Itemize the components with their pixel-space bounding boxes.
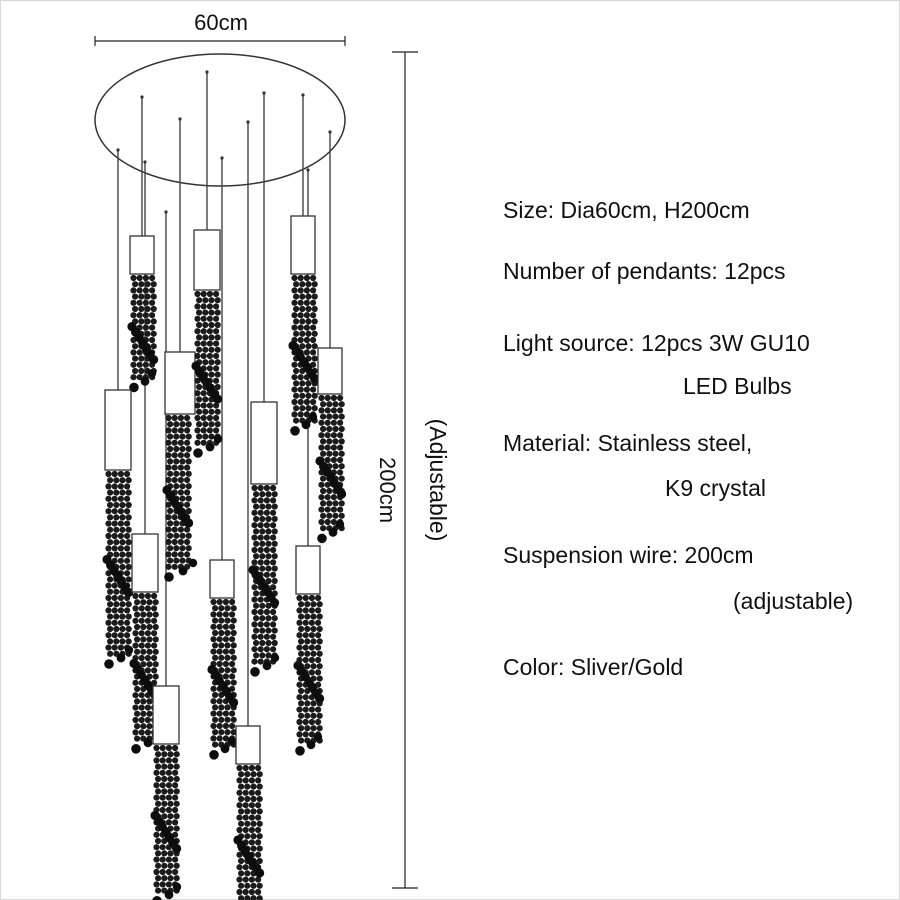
crystal-strands — [150, 744, 182, 900]
pendant-light — [207, 559, 239, 760]
wire-anchor — [328, 130, 332, 134]
crystal-strands — [207, 598, 239, 760]
pendant-light — [102, 389, 134, 669]
pendant-tube — [131, 533, 159, 593]
pendant-tube — [129, 235, 155, 275]
wire-anchor — [205, 70, 209, 74]
pendant-light — [162, 351, 198, 582]
crystal-strands — [127, 274, 159, 393]
spec-light-source: Light source: 12pcs 3W GU10 — [503, 330, 810, 356]
crystal-strands — [288, 274, 320, 436]
pendant-tube — [104, 389, 132, 471]
spec-pendants: Number of pendants: 12pcs — [503, 258, 786, 284]
width-dimension: 60cm — [94, 10, 346, 46]
wire-anchor — [164, 210, 168, 214]
pendant-tube — [250, 401, 278, 485]
pendant-tube — [235, 725, 261, 765]
wire-anchor — [262, 91, 266, 95]
crystal-strands — [293, 594, 325, 756]
crystal-strands — [102, 470, 134, 669]
height-label: 200cm — [375, 457, 400, 523]
pendant-light — [315, 347, 347, 544]
crystal-strands — [233, 764, 265, 900]
spec-color: Color: Sliver/Gold — [503, 654, 684, 680]
pendant-light — [288, 215, 320, 436]
pendant-light — [248, 401, 280, 677]
wire-anchor — [116, 148, 120, 152]
spec-material: Material: Stainless steel, — [503, 430, 753, 456]
pendant-tube — [164, 351, 196, 415]
spec-suspension-cont: (adjustable) — [733, 588, 854, 614]
pendants — [102, 215, 347, 900]
crystal-strands — [315, 394, 347, 544]
crystal-strands — [191, 290, 223, 458]
crystal-strands — [248, 484, 280, 677]
wire-anchor — [220, 156, 224, 160]
pendant-tube — [317, 347, 343, 395]
width-label: 60cm — [194, 10, 248, 35]
wire-anchor — [178, 117, 182, 121]
spec-suspension: Suspension wire: 200cm — [503, 542, 754, 568]
wire-anchor — [301, 93, 305, 97]
pendant-light — [293, 545, 325, 756]
spec-material-cont: K9 crystal — [665, 475, 766, 501]
pendant-light — [233, 725, 265, 900]
pendant-light — [150, 685, 182, 900]
pendant-light — [191, 229, 223, 458]
pendant-tube — [193, 229, 221, 291]
wire-anchor — [140, 95, 144, 99]
height-dimension: 200cm (Adjustable) — [375, 51, 451, 889]
crystal-strands — [162, 414, 198, 582]
pendant-light — [127, 235, 159, 393]
adjustable-label: (Adjustable) — [425, 419, 451, 542]
pendant-tube — [290, 215, 316, 275]
wire-anchor — [246, 120, 250, 124]
spec-light-source-cont: LED Bulbs — [683, 373, 792, 399]
pendant-tube — [209, 559, 235, 599]
spec-size: Size: Dia60cm, H200cm — [503, 197, 750, 223]
ceiling-canopy — [94, 53, 346, 187]
wire-anchor — [143, 160, 147, 164]
pendant-tube — [152, 685, 180, 745]
pendant-tube — [295, 545, 321, 595]
wire-anchor — [306, 168, 310, 172]
